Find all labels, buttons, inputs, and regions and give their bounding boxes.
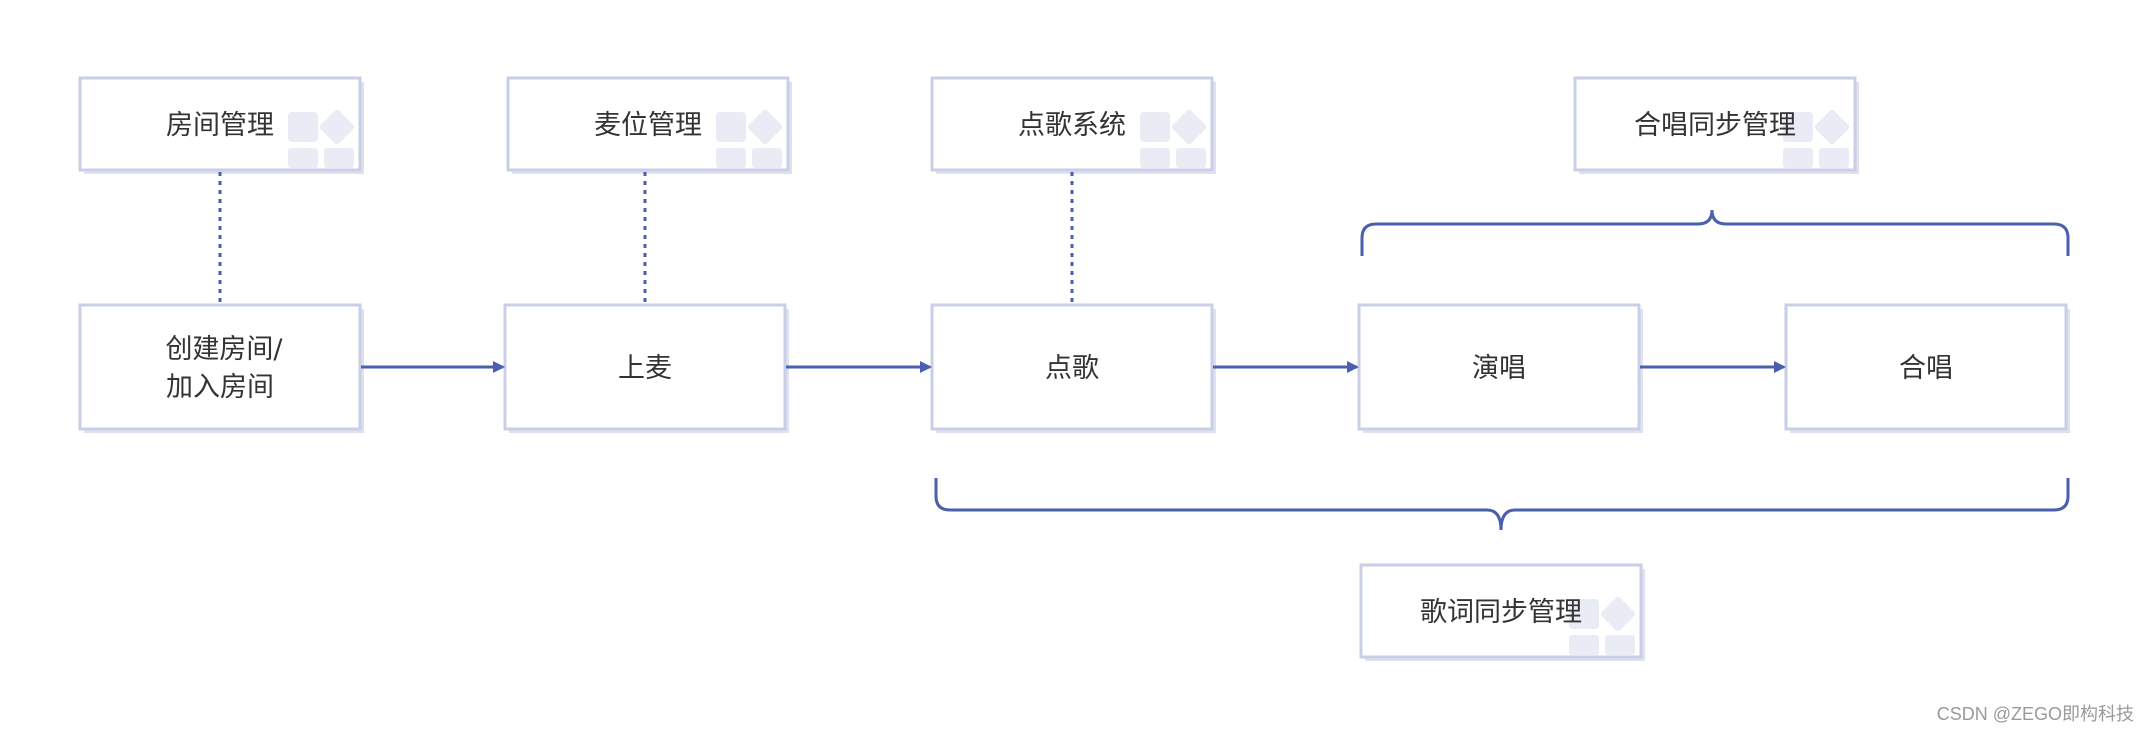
module-label: 房间管理 bbox=[166, 110, 274, 141]
module-label: 歌词同步管理 bbox=[1420, 597, 1582, 628]
module-label: 合唱同步管理 bbox=[1634, 110, 1796, 141]
step-sing: 演唱 bbox=[1357, 303, 1643, 433]
module-deco-icon bbox=[716, 109, 783, 168]
module-deco-icon bbox=[288, 109, 355, 168]
step-label: 点歌 bbox=[1045, 353, 1099, 384]
step-label: 合唱 bbox=[1899, 353, 1953, 384]
module-mic-management: 麦位管理 bbox=[506, 76, 792, 174]
module-deco-icon bbox=[1783, 109, 1850, 168]
module-label: 点歌系统 bbox=[1018, 110, 1126, 141]
module-deco-icon bbox=[1140, 109, 1207, 168]
brace-lyrics-sync bbox=[934, 478, 2070, 531]
module-lyrics-sync-management: 歌词同步管理 bbox=[1359, 563, 1645, 661]
module-chorus-sync-management: 合唱同步管理 bbox=[1573, 76, 1859, 174]
watermark: CSDN @ZEGO即构科技 bbox=[1936, 704, 2134, 724]
module-room-management: 房间管理 bbox=[78, 76, 364, 174]
module-deco-icon bbox=[1569, 596, 1636, 655]
step-order-song: 点歌 bbox=[930, 303, 1216, 433]
brace-chorus-sync bbox=[1360, 209, 2070, 256]
step-create-join-room: 创建房间/ 加入房间 bbox=[78, 303, 364, 433]
step-label-line-2: 加入房间 bbox=[166, 372, 274, 403]
step-label-line-1: 创建房间/ bbox=[165, 334, 283, 365]
module-label: 麦位管理 bbox=[594, 110, 702, 141]
step-label: 上麦 bbox=[618, 353, 672, 384]
step-get-on-mic: 上麦 bbox=[503, 303, 789, 433]
module-song-system: 点歌系统 bbox=[930, 76, 1216, 174]
step-label: 演唱 bbox=[1472, 353, 1526, 384]
step-chorus: 合唱 bbox=[1784, 303, 2070, 433]
